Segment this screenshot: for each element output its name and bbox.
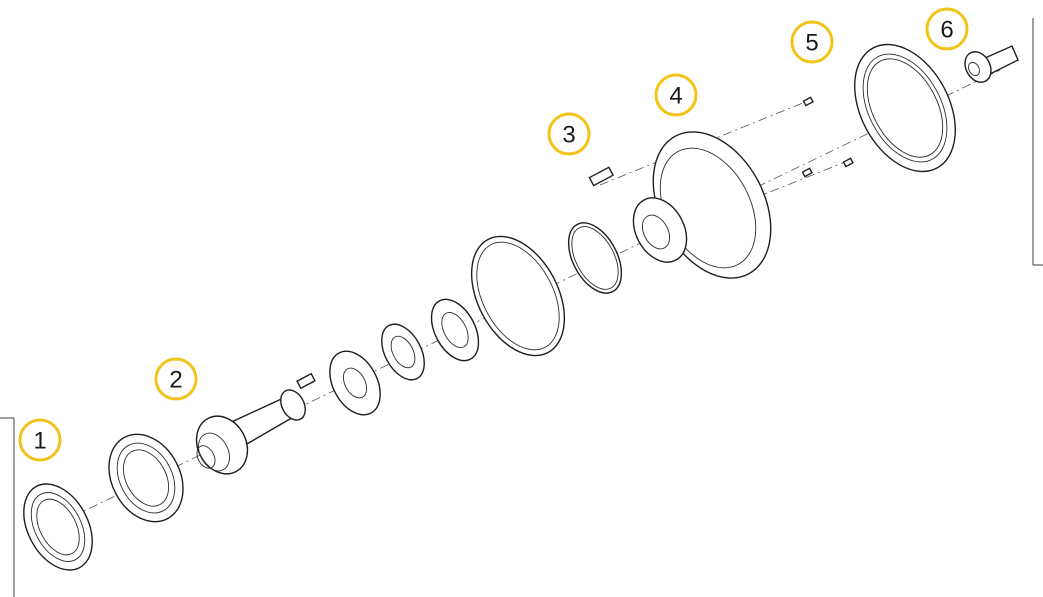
- washer-part: [430, 298, 480, 362]
- snap-ring-part: [567, 222, 623, 294]
- ring-gear-part: [854, 43, 956, 173]
- callout-5-label: 5: [805, 30, 818, 57]
- callout-3-label: 3: [562, 122, 575, 149]
- bearing-housing-part: [108, 433, 184, 523]
- splined-shaft-part: [195, 389, 306, 475]
- bearing-ring-part: [23, 483, 93, 571]
- callout-2-label: 2: [169, 367, 182, 394]
- bolt-part: [588, 166, 615, 187]
- callout-1: 1: [18, 418, 62, 462]
- callout-2: 2: [154, 357, 198, 401]
- planetary-hub-part: [632, 131, 772, 279]
- callout-6: 6: [925, 7, 969, 51]
- callout-3: 3: [547, 112, 591, 156]
- callout-5: 5: [790, 20, 834, 64]
- flange-part: [329, 350, 381, 416]
- callout-6-label: 6: [940, 17, 953, 44]
- shaft-bolt-part: [296, 372, 316, 390]
- pin-part: [801, 96, 854, 178]
- callout-4-label: 4: [669, 83, 682, 110]
- callout-1-label: 1: [33, 428, 46, 455]
- crop-marks: [0, 18, 1043, 597]
- seal-ring-part: [470, 235, 566, 357]
- input-pinion-part: [964, 45, 1019, 83]
- callout-4: 4: [654, 73, 698, 117]
- washer-part: [381, 323, 425, 381]
